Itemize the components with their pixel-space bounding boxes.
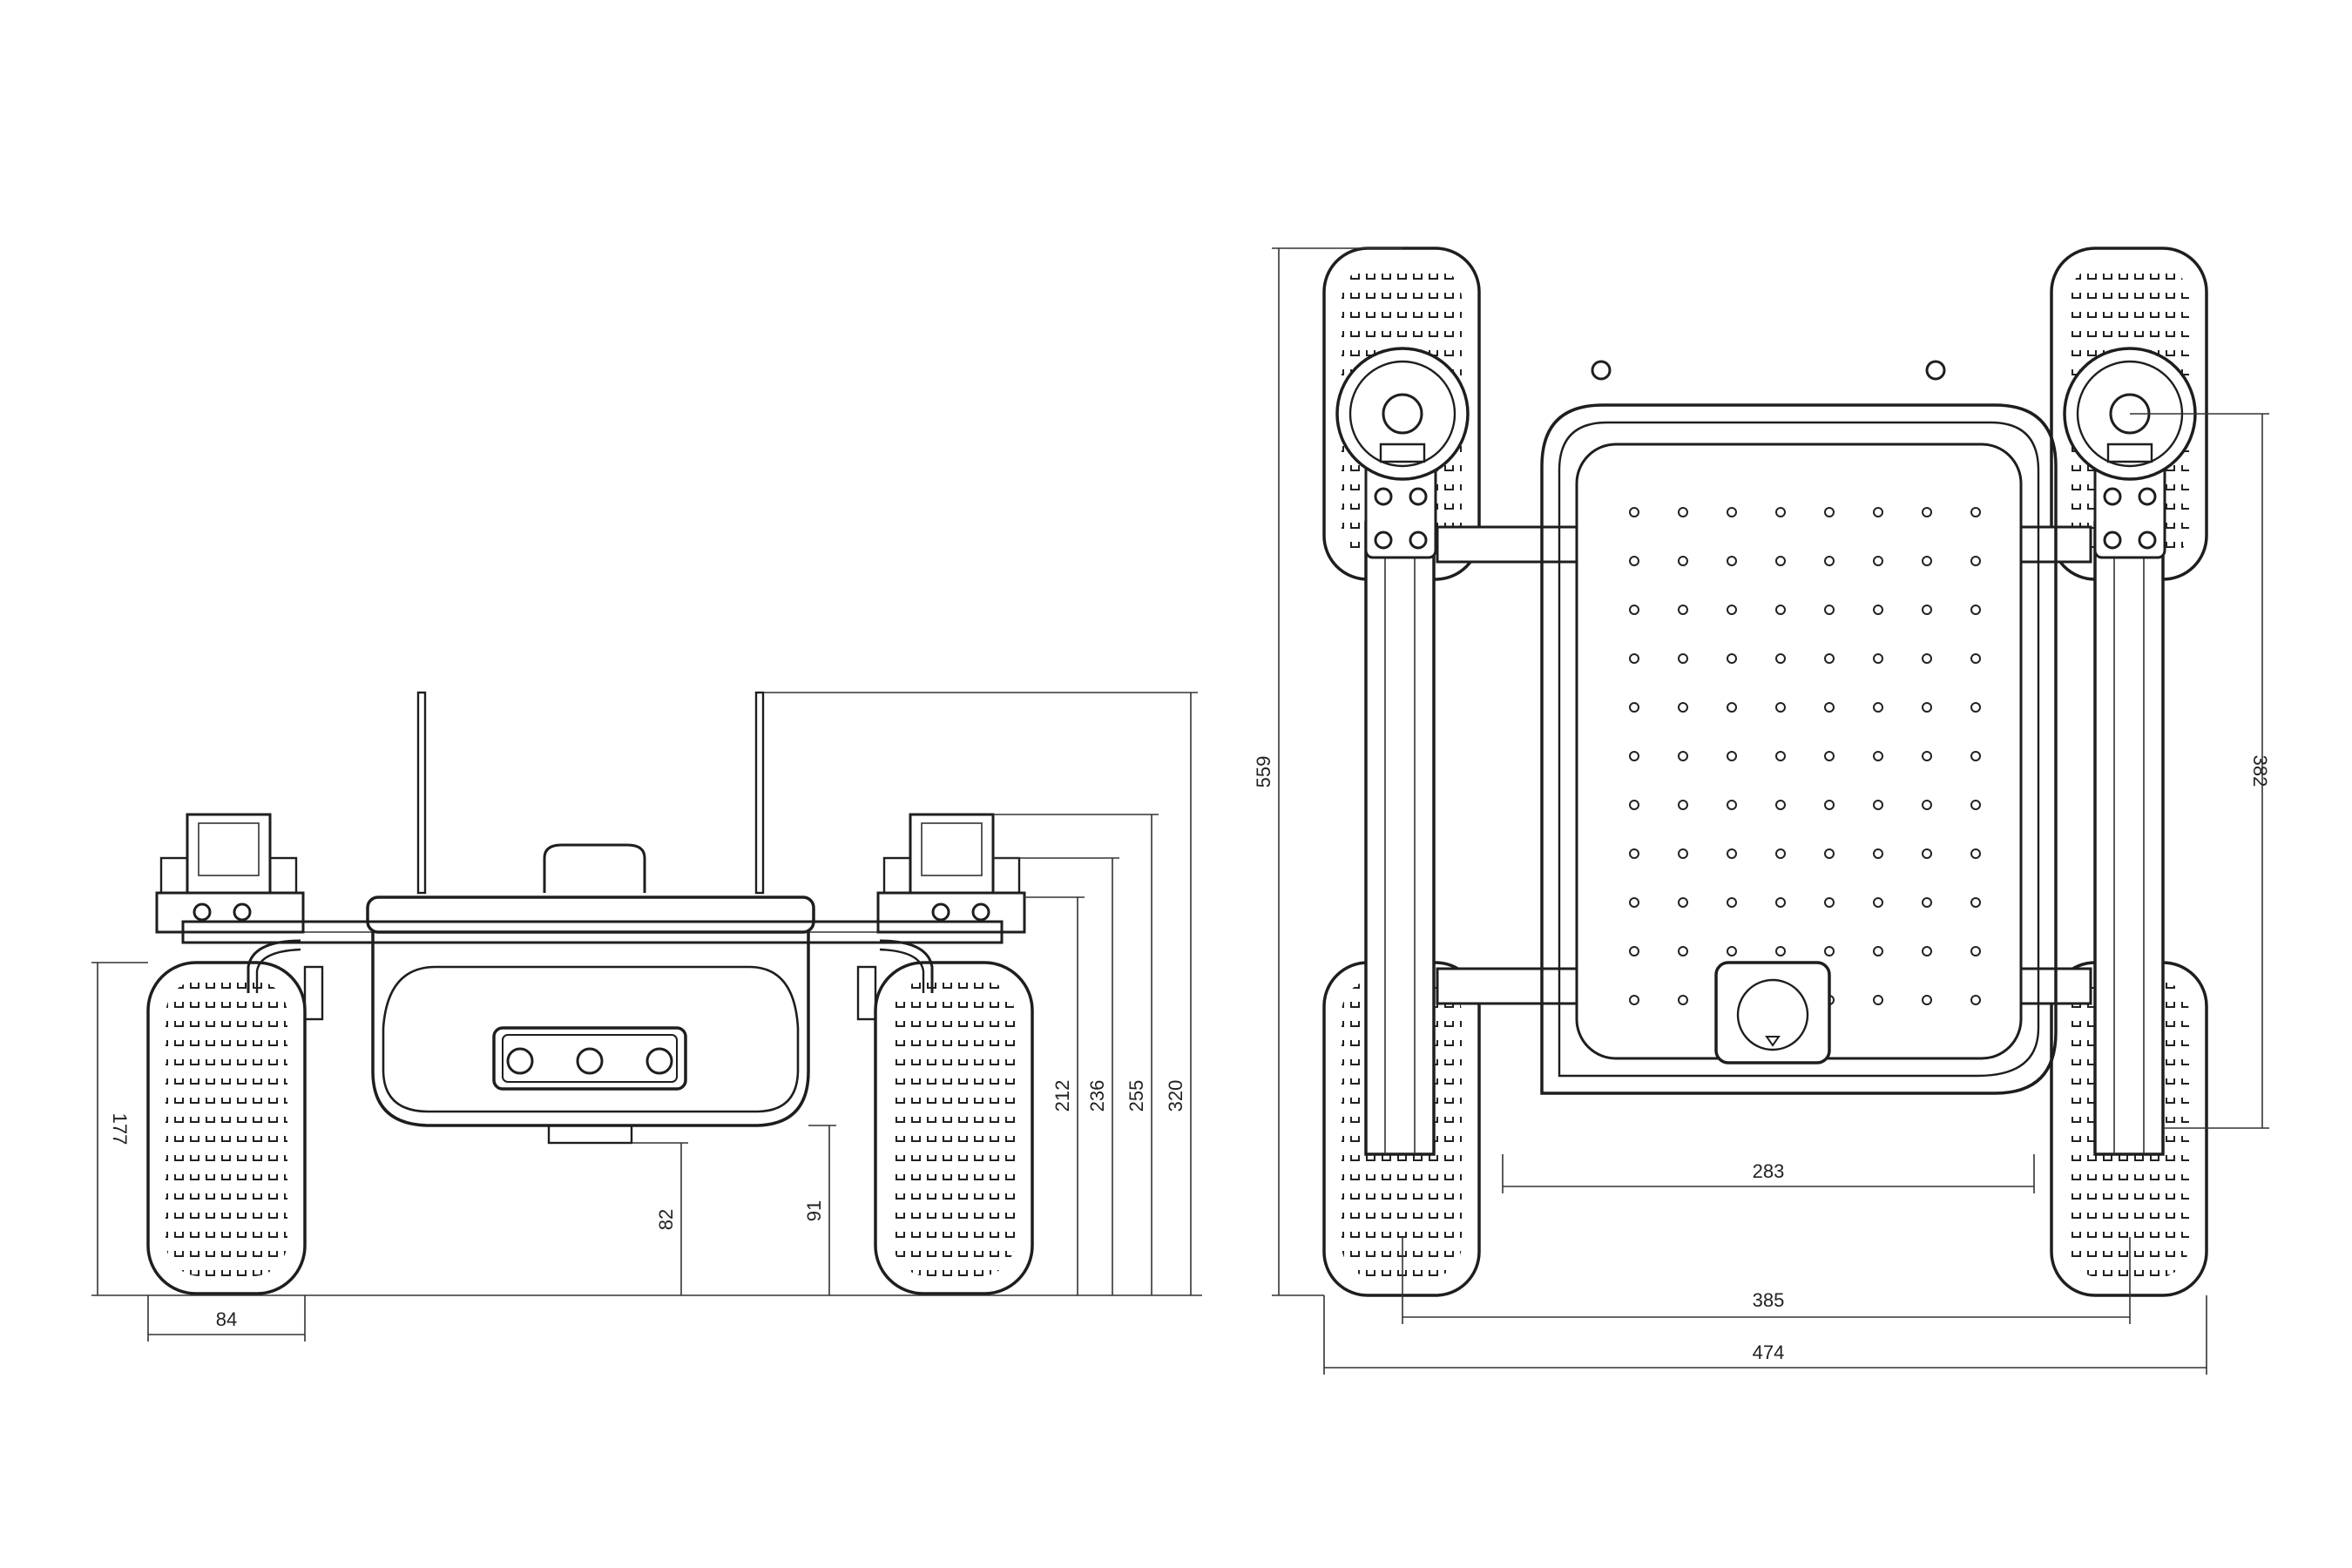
top-view: 559 382 283 385 474 bbox=[1253, 247, 2271, 1375]
dim-track-width: 385 bbox=[1753, 1289, 1785, 1311]
top-plate bbox=[366, 896, 815, 934]
front-button-panel bbox=[492, 1026, 687, 1091]
rear-sensor bbox=[1714, 961, 1831, 1064]
dim-wheel-height: 177 bbox=[109, 1113, 131, 1146]
dim-wheelbase: 382 bbox=[2249, 755, 2271, 787]
front-button-icon bbox=[506, 1047, 534, 1075]
dim-overall-width: 474 bbox=[1753, 1342, 1785, 1363]
hub-left bbox=[1335, 347, 1470, 481]
dim-antenna-height: 320 bbox=[1165, 1080, 1186, 1112]
dim-rail-gap: 283 bbox=[1753, 1160, 1785, 1182]
dim-top-height: 255 bbox=[1125, 1080, 1147, 1112]
left-wheel bbox=[146, 961, 307, 1295]
gps-dome bbox=[543, 843, 646, 893]
dim-wheel-width: 84 bbox=[216, 1308, 237, 1330]
left-bracket bbox=[155, 813, 324, 1021]
dim-overall-length: 559 bbox=[1253, 756, 1274, 788]
side-rail-left bbox=[1364, 521, 1436, 1156]
antenna-mount-left bbox=[1591, 360, 1612, 381]
antenna-left bbox=[416, 691, 427, 895]
dim-frame-height: 212 bbox=[1051, 1080, 1073, 1112]
front-button-icon bbox=[576, 1047, 604, 1075]
dim-ground-clearance-front: 82 bbox=[655, 1209, 677, 1230]
side-rail-right bbox=[2093, 521, 2165, 1156]
body-frame bbox=[1540, 403, 2058, 1095]
right-wheel bbox=[874, 961, 1034, 1295]
front-button-icon bbox=[645, 1047, 673, 1075]
front-view: 177 84 82 91 212 236 255 320 bbox=[91, 691, 1202, 1342]
antenna-mount-right bbox=[1925, 360, 1946, 381]
dim-ground-clearance-body: 91 bbox=[803, 1200, 825, 1221]
bottom-sensor bbox=[547, 1124, 633, 1145]
antenna-right bbox=[754, 691, 765, 895]
dim-bracket-height: 236 bbox=[1086, 1080, 1108, 1112]
